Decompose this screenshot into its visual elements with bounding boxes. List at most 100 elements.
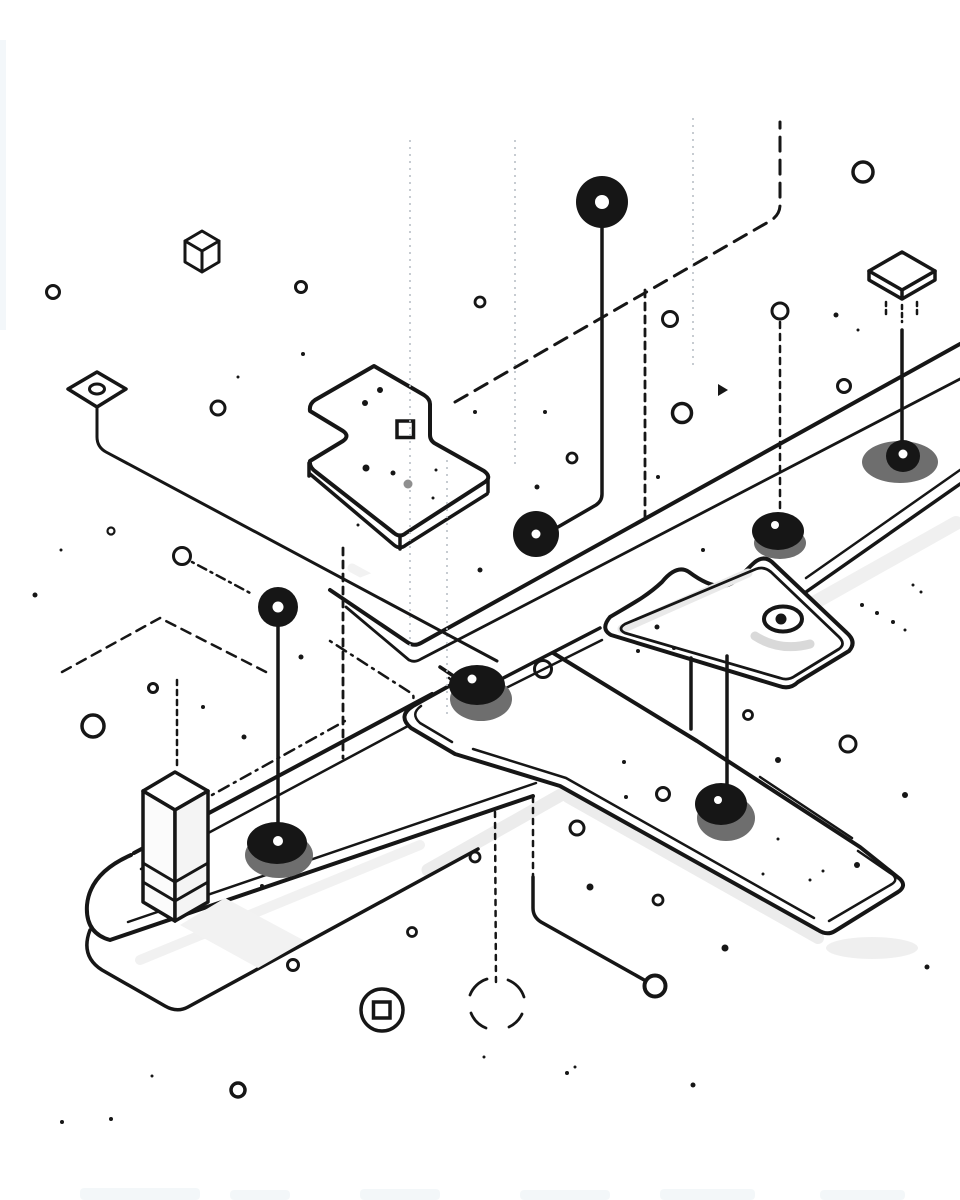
cross-bar-southeast <box>402 638 905 936</box>
dot <box>573 1065 577 1069</box>
dot <box>636 649 640 653</box>
dashed-line <box>493 810 498 988</box>
small-cube <box>183 229 221 274</box>
dot <box>434 468 438 472</box>
cross-bar-inner-tip <box>827 849 897 923</box>
dot <box>919 590 923 594</box>
ring <box>80 713 106 739</box>
shadowed-node-dots <box>245 440 938 878</box>
floating-platform <box>307 364 491 551</box>
grey-dot <box>403 479 413 489</box>
dot <box>875 611 879 615</box>
ring <box>651 893 665 907</box>
ring <box>147 682 159 694</box>
ring <box>836 378 852 394</box>
target-dot <box>775 613 787 625</box>
radar-arc <box>506 978 526 999</box>
ring <box>473 295 487 309</box>
dot <box>362 400 368 406</box>
ring <box>106 526 116 536</box>
edge-smudge <box>230 1190 290 1200</box>
connector-line <box>531 875 648 983</box>
dot <box>624 795 628 799</box>
dot <box>672 646 676 650</box>
dot <box>586 883 594 891</box>
dot <box>482 1055 486 1059</box>
floating-plate <box>867 250 937 301</box>
dot <box>924 964 930 970</box>
dot <box>854 862 860 868</box>
dot <box>236 375 240 379</box>
dot <box>656 475 660 479</box>
box-left-face <box>141 789 177 923</box>
node-dot <box>449 665 505 705</box>
dot <box>356 523 360 527</box>
main-bar-top-inner <box>344 377 960 663</box>
cross-bar-inner-sw <box>471 747 816 920</box>
dot <box>241 734 247 740</box>
cross-bar-inner-nw <box>414 704 454 744</box>
main-bar-top-edge <box>328 342 960 647</box>
dot <box>362 464 370 472</box>
dashed-line <box>453 120 782 404</box>
dot <box>543 410 547 414</box>
ring <box>642 973 668 999</box>
dot <box>856 328 860 332</box>
pin-center <box>272 601 284 613</box>
radar-arc <box>468 977 489 997</box>
box-right-face <box>173 789 210 923</box>
ring <box>565 451 579 465</box>
diamond-face <box>66 370 128 409</box>
dot <box>690 1082 696 1088</box>
dot <box>390 470 396 476</box>
tall-box <box>141 770 210 923</box>
cube-side-faces <box>183 239 221 274</box>
ring <box>209 399 227 417</box>
lower-slab-outline <box>84 794 535 942</box>
ring <box>294 280 308 294</box>
dot <box>821 869 825 873</box>
small-square-marker <box>395 419 416 440</box>
main-bar-lower-inner-right <box>804 468 960 580</box>
square-in-circle-icon <box>359 987 405 1033</box>
page-edge-smudges <box>80 1188 905 1200</box>
node-center <box>771 521 779 529</box>
dashed-line <box>328 639 415 703</box>
node-center <box>467 674 477 684</box>
dot <box>150 1074 154 1078</box>
node-center <box>714 796 722 804</box>
scatter-dots <box>32 312 930 1124</box>
ring <box>286 958 300 972</box>
node-dot <box>695 783 747 825</box>
dot <box>761 872 765 876</box>
pin-nodes <box>258 176 628 627</box>
pin-center <box>531 529 541 539</box>
edge-smudge <box>80 1188 200 1200</box>
main-bar-lower-edge-right <box>804 482 960 594</box>
dashed-line <box>60 616 268 674</box>
ring <box>661 310 679 328</box>
dashed-connectors <box>60 120 919 988</box>
pin-center <box>595 195 609 209</box>
triangle-marker <box>718 384 728 396</box>
ring <box>45 284 61 300</box>
dot <box>298 654 304 660</box>
cross-bar-inner-ne <box>758 775 854 840</box>
dot <box>776 837 780 841</box>
plate-side-faces <box>867 269 937 301</box>
diamond-hole <box>88 382 106 396</box>
ring <box>770 301 790 321</box>
dot <box>775 757 781 763</box>
dot <box>902 792 908 798</box>
lower-slab-underside <box>85 847 480 1012</box>
ring <box>670 401 694 425</box>
dot <box>534 484 540 490</box>
ring <box>742 709 754 721</box>
ring <box>568 819 586 837</box>
left-edge-tint <box>0 40 6 330</box>
dot <box>654 624 660 630</box>
target-marker <box>762 604 804 634</box>
ring <box>468 850 482 864</box>
